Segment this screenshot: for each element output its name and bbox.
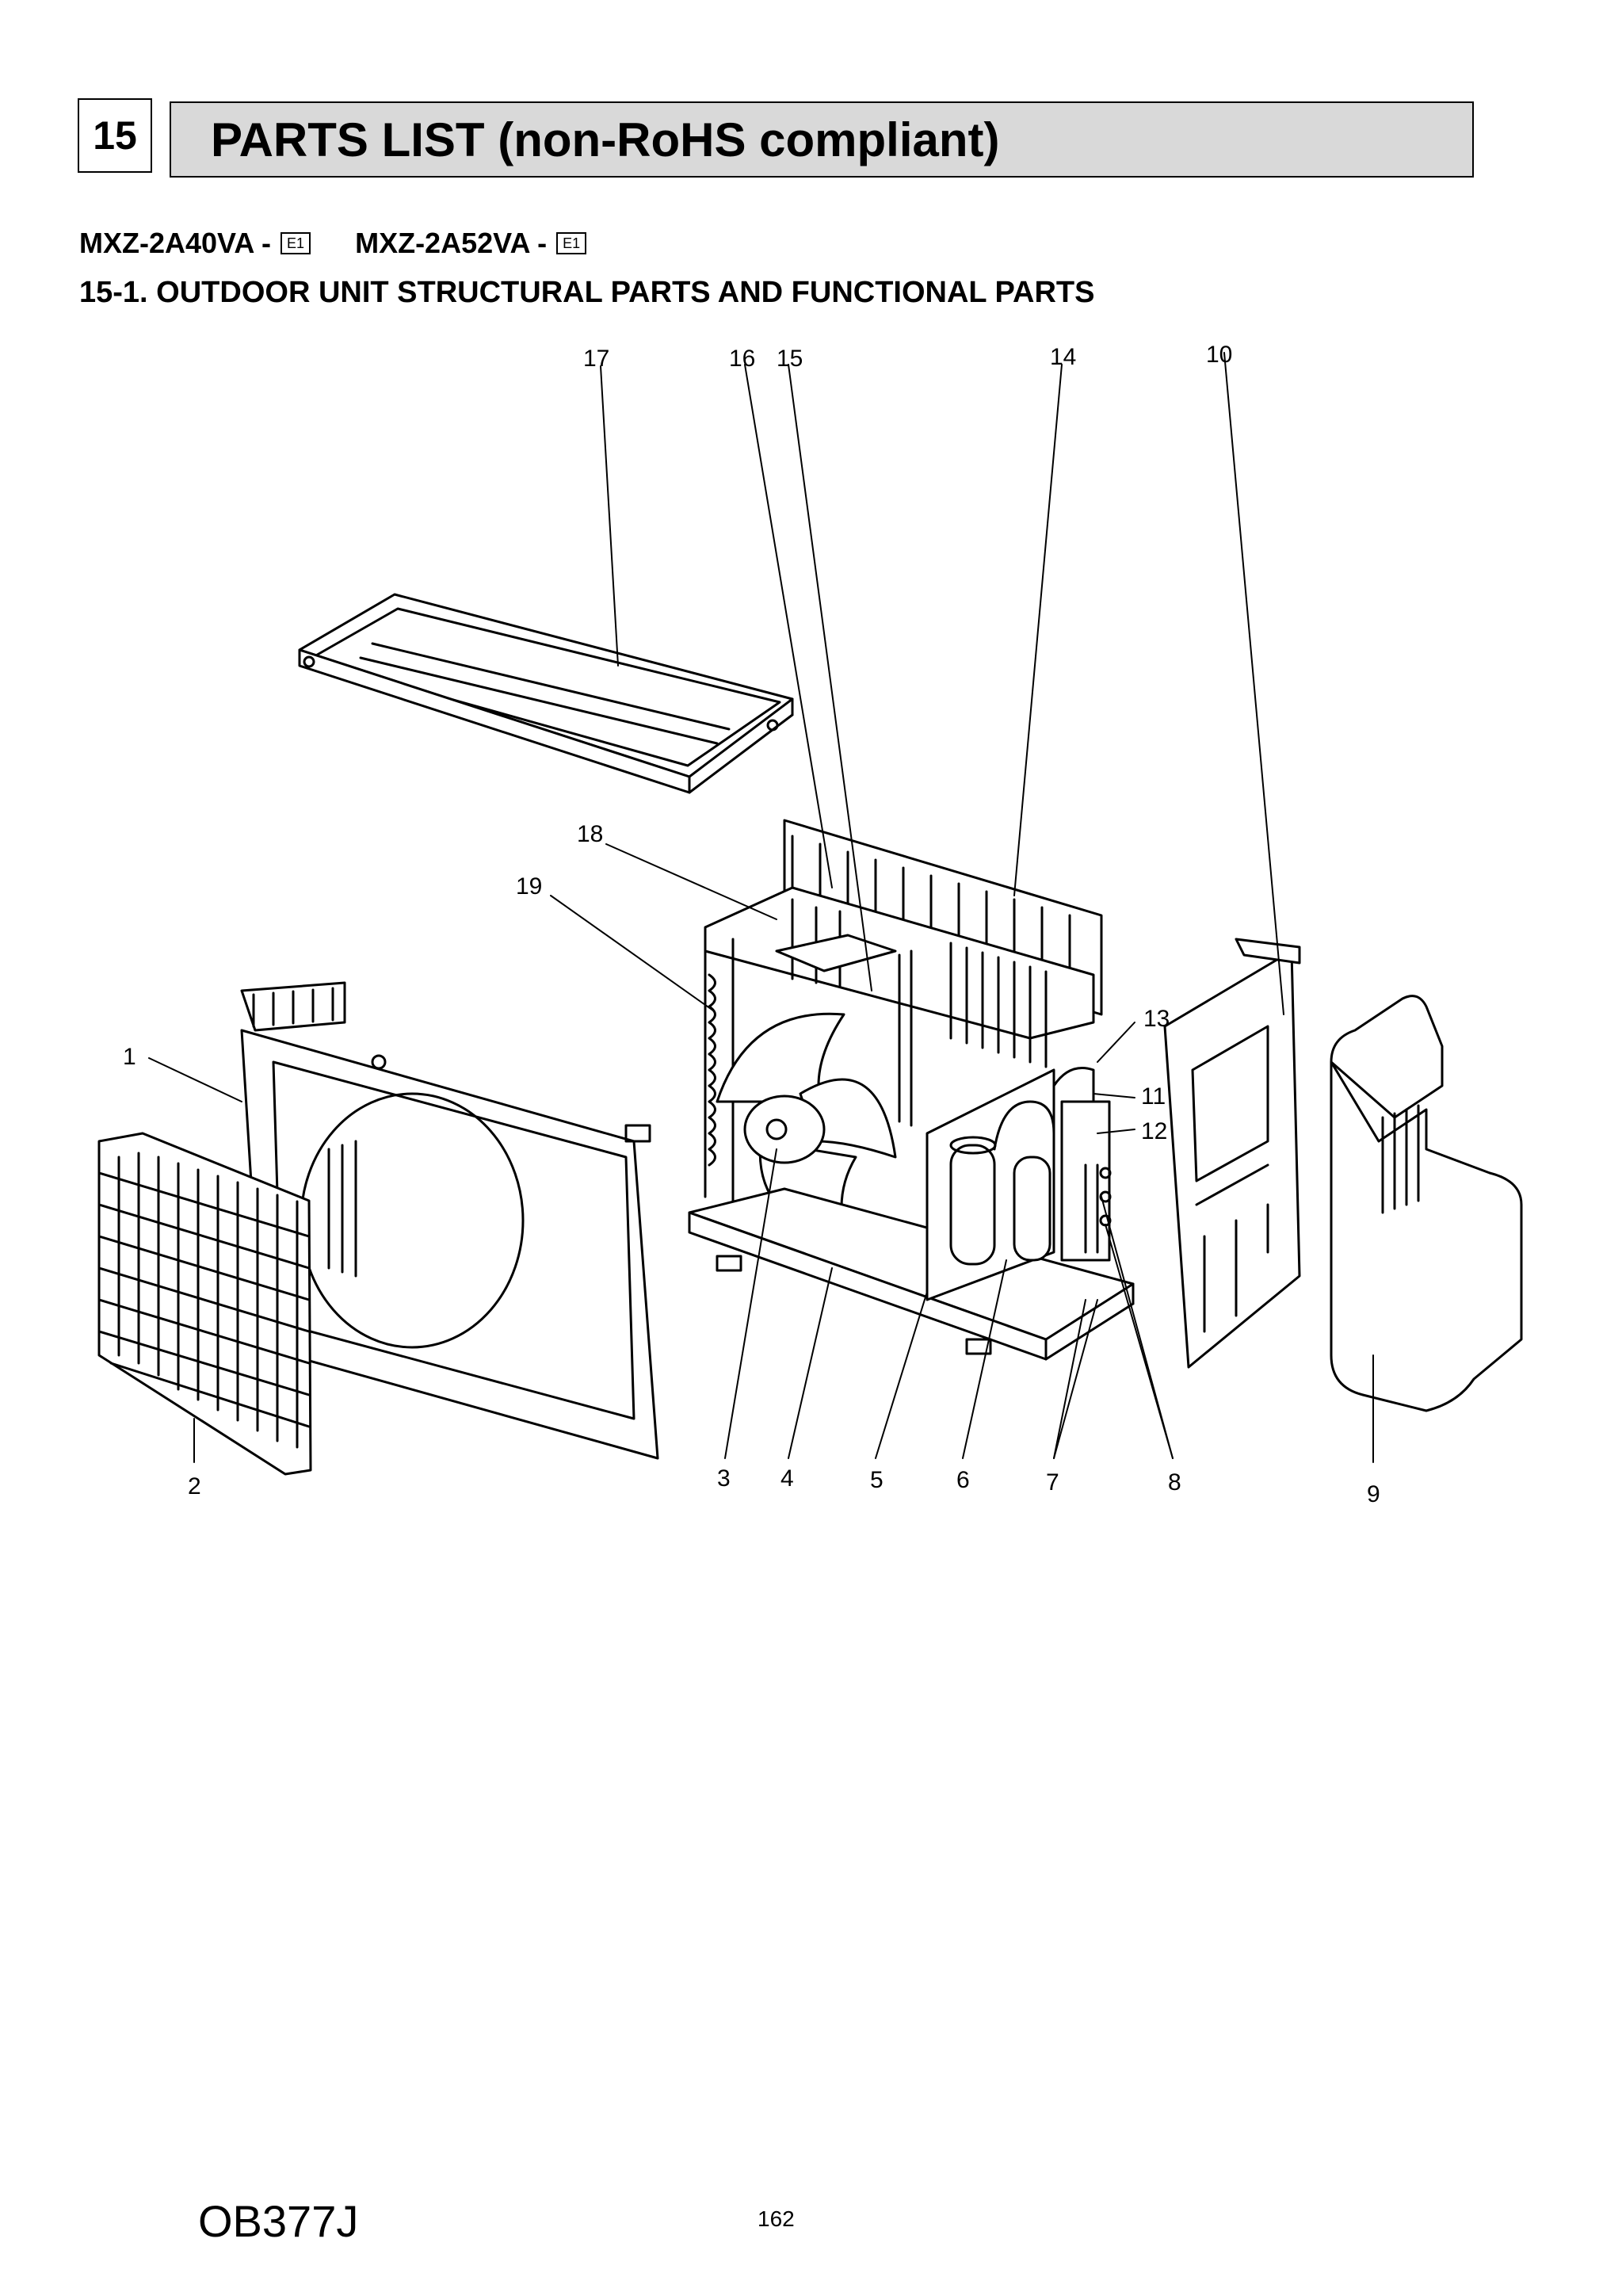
callout-9: 9 [1367, 1481, 1380, 1507]
callout-14: 14 [1050, 344, 1076, 370]
page-number: 162 [758, 2206, 795, 2231]
page-title-text: PARTS LIST (non-RoHS compliant) [211, 113, 1000, 166]
callout-12: 12 [1141, 1118, 1167, 1144]
rear-panel-part [1163, 938, 1301, 1369]
callout-1: 1 [123, 1044, 136, 1070]
section-subtitle: 15-1. OUTDOOR UNIT STRUCTURAL PARTS AND … [79, 276, 1095, 309]
callout-3: 3 [717, 1465, 731, 1492]
model-list: MXZ-2A40VA - E1 MXZ-2A52VA - E1 [79, 227, 587, 260]
callout-7: 7 [1046, 1469, 1059, 1496]
callout-4: 4 [780, 1465, 794, 1492]
base-part [688, 1187, 1135, 1361]
callout-19: 19 [516, 873, 542, 900]
grille-part [97, 1132, 312, 1476]
model-name-1: MXZ-2A40VA - [79, 227, 272, 259]
callout-6: 6 [956, 1467, 970, 1493]
callout-2: 2 [188, 1473, 201, 1499]
callout-16: 16 [729, 346, 755, 372]
callout-15: 15 [777, 346, 803, 372]
model-revision-2: E1 [556, 232, 587, 254]
exploded-parts-diagram: 1 2 3 4 5 6 7 8 9 10 11 12 13 14 15 16 1… [97, 342, 1523, 1507]
callout-8: 8 [1168, 1469, 1181, 1496]
callout-17: 17 [583, 346, 609, 372]
model-name-2: MXZ-2A52VA - [355, 227, 548, 259]
callout-11: 11 [1141, 1083, 1166, 1110]
callout-labels: 1 2 3 4 5 6 7 8 9 10 11 12 13 14 15 16 1… [123, 342, 1380, 1507]
callout-13: 13 [1143, 1006, 1170, 1032]
callout-leaders [148, 352, 1374, 1463]
propeller-fan-part [716, 1012, 897, 1246]
callout-18: 18 [577, 821, 603, 847]
cover-part [1330, 995, 1523, 1412]
top-panel-part [298, 593, 794, 794]
model-revision-1: E1 [281, 232, 311, 254]
document-code: OB377J [198, 2196, 359, 2246]
compressor-assembly [925, 1067, 1112, 1301]
page-title: PARTS LIST (non-RoHS compliant) [170, 101, 1474, 178]
callout-10: 10 [1206, 342, 1232, 368]
section-number: 15 [78, 98, 152, 173]
callout-5: 5 [870, 1467, 884, 1493]
